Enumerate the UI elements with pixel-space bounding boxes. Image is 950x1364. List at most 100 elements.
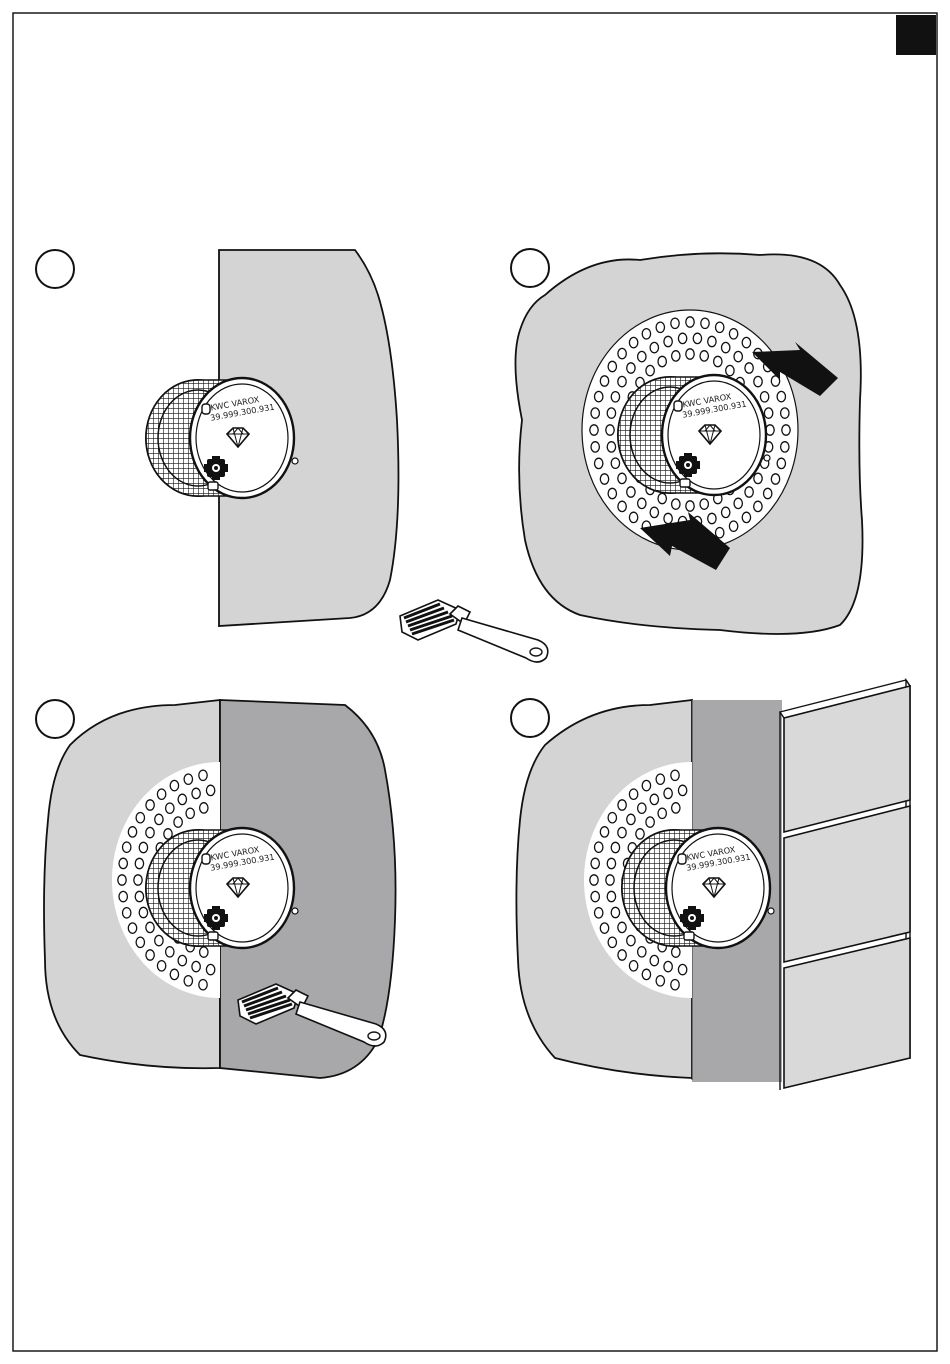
ring-hole (591, 891, 599, 901)
ring-hole (672, 499, 680, 509)
ring-hole (764, 488, 772, 498)
ring-hole (656, 774, 664, 784)
step-1-valve: KWC VAROX 39.999.300.931 (146, 378, 298, 498)
ring-hole (600, 923, 608, 933)
ring-hole (590, 425, 598, 435)
ring-hole (742, 337, 750, 347)
ring-hole (734, 351, 742, 361)
ring-hole (135, 891, 143, 901)
ring-hole (627, 935, 635, 945)
ring-hole (157, 961, 165, 971)
ring-hole (629, 789, 637, 799)
ring-hole (134, 875, 142, 885)
ring-hole (782, 425, 790, 435)
ring-hole (608, 937, 616, 947)
ring-hole (618, 827, 626, 837)
ring-hole (678, 785, 686, 795)
ring-hole (607, 858, 615, 868)
ring-hole (664, 961, 672, 971)
ring-hole (607, 442, 615, 452)
ring-hole (178, 955, 186, 965)
tile-middle (784, 806, 910, 962)
ring-hole (128, 923, 136, 933)
ring-hole (638, 947, 646, 957)
ring-hole (629, 961, 637, 971)
ring-hole (591, 408, 599, 418)
ring-hole (638, 803, 646, 813)
ring-hole (781, 442, 789, 452)
ring-hole (671, 770, 679, 780)
ring-hole (638, 351, 646, 361)
ring-hole (608, 813, 616, 823)
ring-hole (686, 349, 694, 359)
ring-hole (646, 365, 654, 375)
ring-hole (146, 800, 154, 810)
ring-hole (606, 425, 614, 435)
ring-hole (764, 408, 772, 418)
ring-hole (716, 528, 724, 538)
brush-icon (400, 600, 548, 662)
ring-hole (206, 785, 214, 795)
ring-hole (650, 794, 658, 804)
ring-hole (658, 808, 666, 818)
step-4-panel: KWC VAROX 39.999.300.931 (511, 680, 910, 1090)
ring-hole (608, 361, 616, 371)
ring-hole (591, 858, 599, 868)
ring-hole (155, 935, 163, 945)
ring-hole (199, 980, 207, 990)
ring-hole (642, 969, 650, 979)
ring-hole (135, 858, 143, 868)
ring-hole (139, 842, 147, 852)
ring-hole (618, 376, 626, 386)
ring-hole (686, 317, 694, 327)
ring-hole (627, 363, 635, 373)
ring-hole (636, 829, 644, 839)
ring-hole (600, 827, 608, 837)
step-3-panel: KWC VAROX 39.999.300.931 (36, 700, 396, 1078)
ring-hole (618, 950, 626, 960)
ring-hole (642, 780, 650, 790)
step-3-valve: KWC VAROX 39.999.300.931 (146, 828, 298, 948)
step-2-panel: KWC VAROX 39.999.300.931 (511, 249, 863, 634)
ring-hole (186, 808, 194, 818)
ring-hole (123, 908, 131, 918)
ring-hole (656, 976, 664, 986)
ring-hole (146, 922, 154, 932)
ring-hole (618, 501, 626, 511)
ring-hole (174, 817, 182, 827)
ring-hole (590, 875, 598, 885)
ring-hole (618, 348, 626, 358)
ring-hole (693, 333, 701, 343)
ring-hole (726, 365, 734, 375)
ring-hole (136, 813, 144, 823)
ring-hole (608, 488, 616, 498)
ring-hole (658, 356, 666, 366)
ring-hole (119, 858, 127, 868)
ring-hole (754, 501, 762, 511)
ring-hole (600, 474, 608, 484)
ring-hole (700, 499, 708, 509)
ring-hole (200, 947, 208, 957)
ring-hole (595, 842, 603, 852)
ring-hole (656, 322, 664, 332)
ring-hole (664, 788, 672, 798)
ring-hole (607, 408, 615, 418)
ring-hole (136, 937, 144, 947)
ring-hole (777, 391, 785, 401)
ring-hole (650, 955, 658, 965)
ring-hole (139, 907, 147, 917)
ring-hole (146, 827, 154, 837)
ring-hole (627, 814, 635, 824)
ring-hole (184, 976, 192, 986)
ring-hole (672, 351, 680, 361)
ring-hole (178, 794, 186, 804)
ring-hole (170, 969, 178, 979)
step-1-marker (36, 250, 74, 288)
ring-hole (184, 774, 192, 784)
ring-hole (700, 351, 708, 361)
ring-hole (611, 392, 619, 402)
ring-hole (671, 318, 679, 328)
ring-hole (672, 803, 680, 813)
ring-hole (618, 473, 626, 483)
